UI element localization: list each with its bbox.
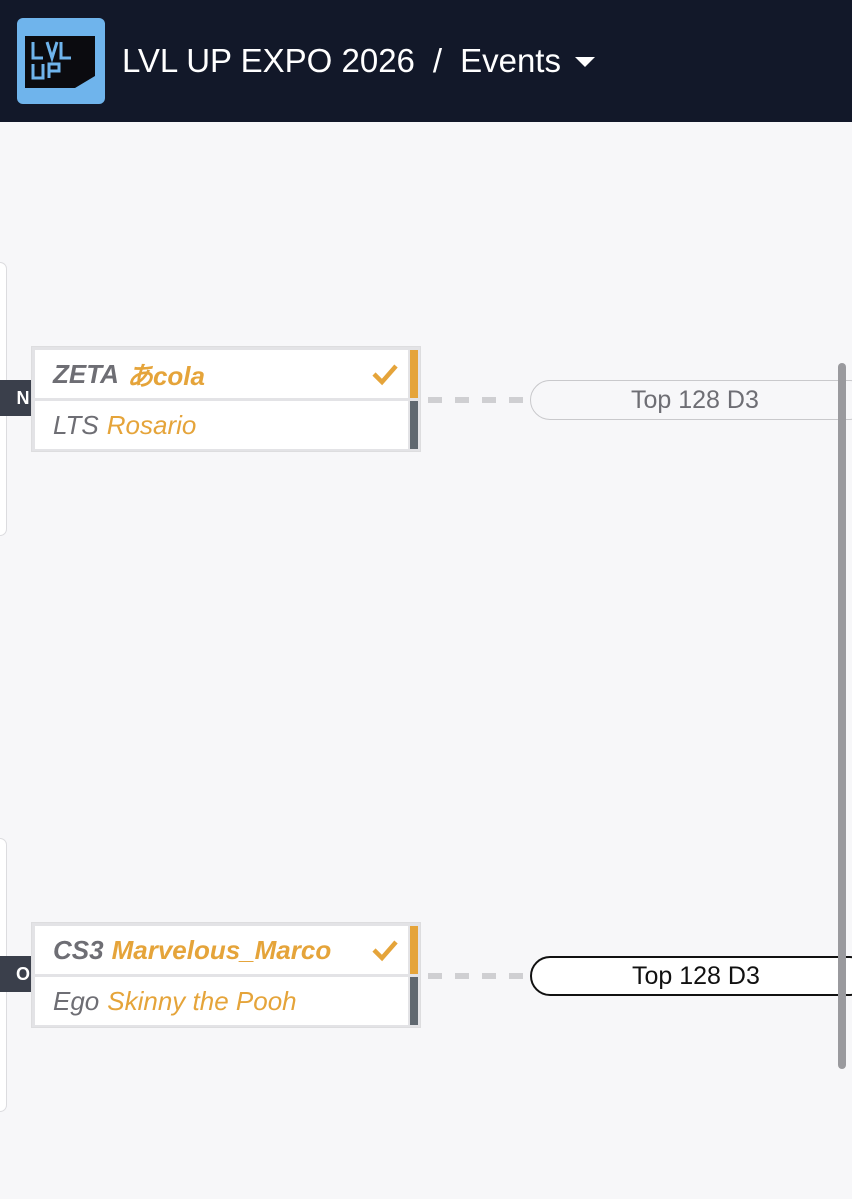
team-tag: Ego [53, 985, 100, 1016]
match-card[interactable]: ZETA あcola LTS Rosario [31, 346, 421, 452]
progression-connector [428, 397, 524, 403]
team-tag: CS3 [53, 934, 104, 965]
match-card[interactable]: CS3 Marvelous_Marco Ego Skinny the Pooh [31, 922, 421, 1028]
check-icon [372, 940, 398, 962]
winner-bar [410, 350, 418, 398]
check-icon [372, 364, 398, 386]
match-slot-top[interactable]: CS3 Marvelous_Marco [35, 926, 408, 974]
events-dropdown[interactable]: Events [460, 42, 561, 79]
logo-mark-icon [25, 36, 95, 88]
breadcrumb: LVL UP EXPO 2026 / Events [122, 38, 595, 84]
loser-bar [410, 977, 418, 1025]
player-name: Rosario [106, 409, 197, 440]
team-tag: ZETA [53, 358, 119, 389]
match-badge-label: N [16, 387, 30, 408]
vertical-scrollbar[interactable] [838, 363, 846, 1069]
next-match-pill[interactable]: Top 128 D3 [530, 956, 852, 996]
top-bar: LVL UP EXPO 2026 / Events [0, 0, 852, 122]
progression-connector [428, 973, 524, 979]
winner-bar [410, 926, 418, 974]
match-slot-top[interactable]: ZETA あcola [35, 350, 408, 398]
player-name: Marvelous_Marco [111, 934, 332, 965]
lvl-up-logo[interactable] [17, 18, 105, 104]
event-title[interactable]: LVL UP EXPO 2026 [122, 42, 415, 79]
player-name: あcola [126, 360, 205, 391]
match-slot-bottom[interactable]: LTS Rosario [35, 401, 408, 449]
player-name: Skinny the Pooh [107, 985, 297, 1016]
match-slot-bottom[interactable]: Ego Skinny the Pooh [35, 977, 408, 1025]
chevron-down-icon[interactable] [574, 57, 595, 67]
loser-bar [410, 401, 418, 449]
team-tag: LTS [53, 409, 99, 440]
match-badge-label: O [15, 963, 30, 984]
breadcrumb-separator: / [432, 42, 443, 79]
next-match-pill[interactable]: Top 128 D3 [530, 380, 852, 420]
